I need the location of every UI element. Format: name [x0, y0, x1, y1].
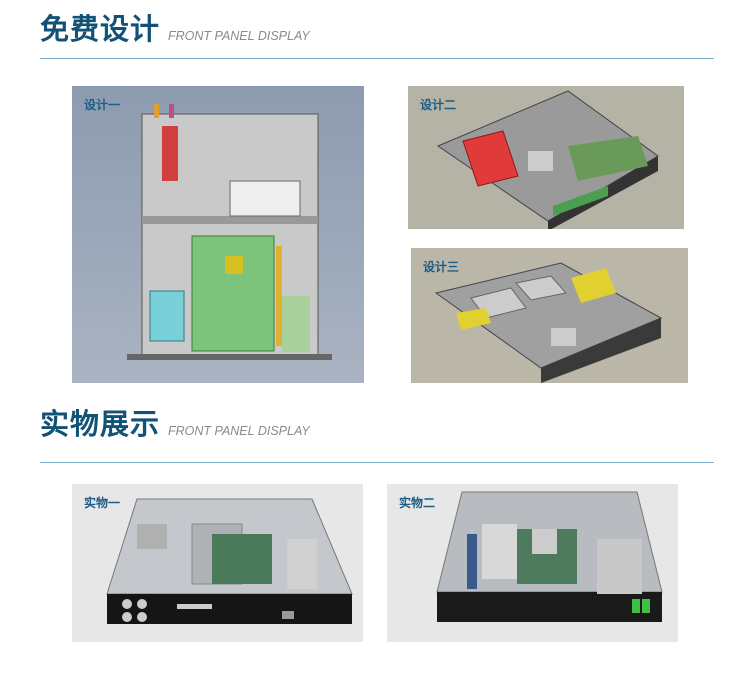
section-subtitle: FRONT PANEL DISPLAY: [168, 29, 310, 43]
section-header-design: 免费设计 FRONT PANEL DISPLAY: [40, 12, 310, 46]
section-title: 实物展示: [40, 407, 161, 441]
photo-label: 实物一: [84, 496, 121, 510]
section-header-photos: 实物展示 FRONT PANEL DISPLAY: [40, 407, 310, 441]
design-label: 设计一: [84, 98, 121, 112]
design-label: 设计三: [423, 260, 460, 274]
design-image-2: 设计二: [408, 86, 684, 229]
design-image-1: 设计一: [72, 86, 364, 383]
section-subtitle: FRONT PANEL DISPLAY: [168, 424, 310, 438]
photo-label: 实物二: [399, 496, 436, 510]
design-image-3: 设计三: [411, 248, 688, 383]
divider: [40, 58, 714, 59]
divider: [40, 462, 714, 463]
section-title: 免费设计: [40, 12, 161, 46]
design-label: 设计二: [420, 98, 457, 112]
photo-image-2: 实物二: [387, 484, 678, 642]
photo-image-1: 实物一: [72, 484, 363, 642]
